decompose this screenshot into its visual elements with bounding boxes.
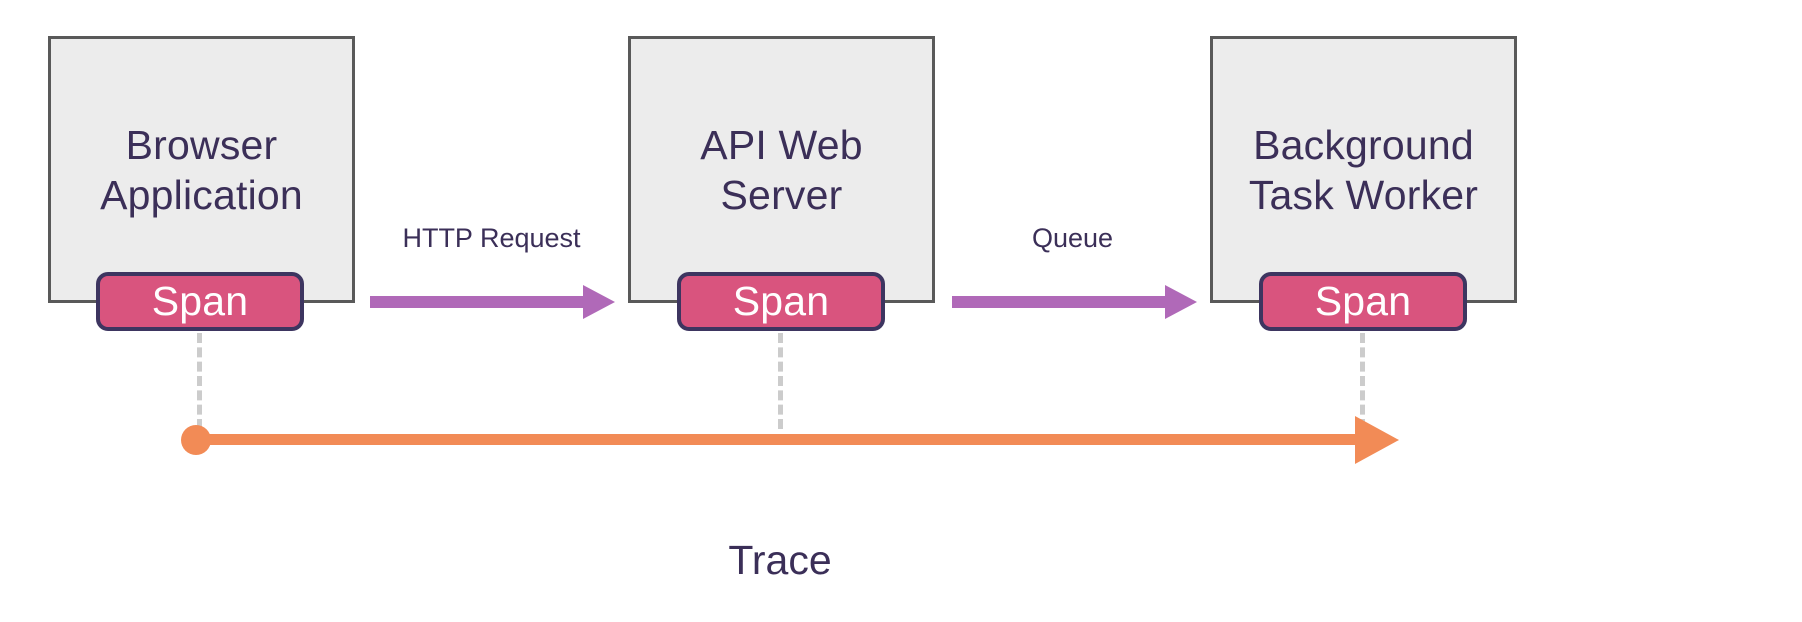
flow-arrow-http-request (370, 285, 615, 319)
service-title-background-task-worker: Background Task Worker (1248, 122, 1479, 219)
span-chip-background-task-worker[interactable]: Span (1259, 272, 1467, 331)
span-chip-label: Span (1314, 278, 1412, 324)
connector-background-task-worker (1360, 333, 1365, 429)
span-chip-browser-application[interactable]: Span (96, 272, 304, 331)
service-box-browser-application (48, 36, 355, 303)
span-chip-label: Span (151, 278, 249, 324)
trace-label: Trace (728, 537, 832, 583)
flow-arrow-head-icon (583, 285, 615, 319)
connector-api-web-server (778, 333, 783, 429)
connector-browser-application (197, 333, 202, 429)
flow-arrow-head-icon (1165, 285, 1197, 319)
service-title-browser-application: Browser Application (100, 122, 303, 219)
flow-label-http-request: HTTP Request (402, 223, 581, 253)
trace-arrow-head-icon (1355, 416, 1399, 464)
flow-arrow-shaft (370, 296, 583, 308)
trace-shaft (196, 434, 1360, 445)
flow-arrow-queue (952, 285, 1197, 319)
span-chip-label: Span (732, 278, 830, 324)
span-chip-api-web-server[interactable]: Span (677, 272, 885, 331)
service-title-api-web-server: API Web Server (700, 122, 863, 219)
service-box-api-web-server (628, 36, 935, 303)
flow-arrow-shaft (952, 296, 1165, 308)
flow-label-queue: Queue (1031, 223, 1114, 253)
